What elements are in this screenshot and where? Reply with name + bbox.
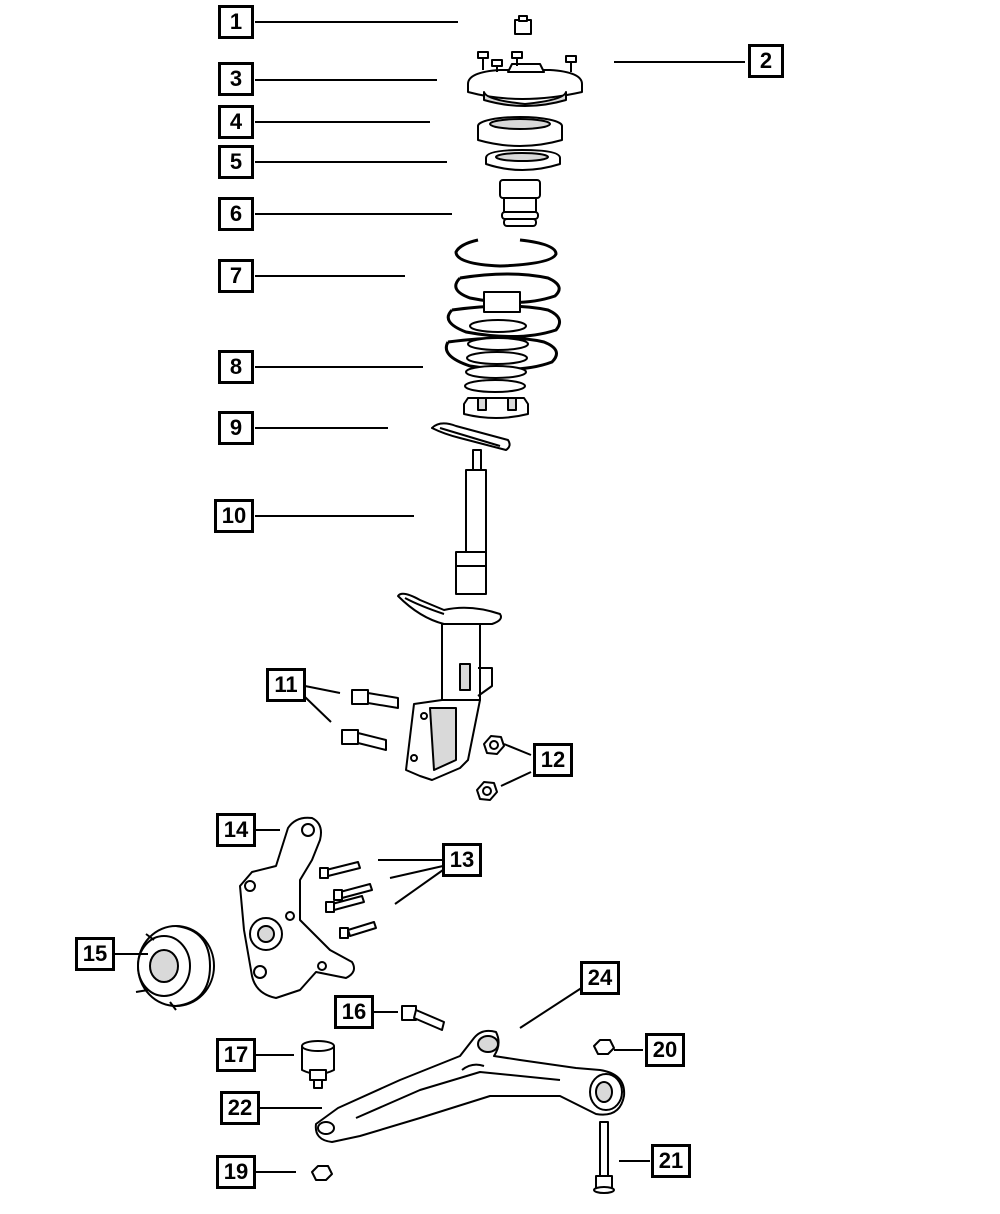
callout-2: 2 [748,44,784,78]
callout-13: 13 [442,843,482,877]
part-9-lower-isolator [431,422,511,451]
part-3-upper-mount [467,51,583,107]
callout-7: 7 [218,259,254,293]
part-12-nuts [476,735,505,801]
part-17-ball-joint [301,1040,335,1089]
callout-9: 9 [218,411,254,445]
callout-5: 5 [218,145,254,179]
callout-12: 12 [533,743,573,777]
part-14-knuckle [239,816,355,999]
part-6-jounce-bumper [499,179,541,227]
callout-8: 8 [218,350,254,384]
callout-22: 22 [220,1091,260,1125]
part-1-nut [514,15,532,35]
part-7-coil-spring [444,238,562,371]
part-10-strut [397,449,502,781]
callout-4: 4 [218,105,254,139]
part-24-lower-control-arm [314,1029,626,1143]
part-20-nut [593,1039,615,1055]
part-11-bolts [341,689,399,751]
part-16-bolt [401,1005,445,1031]
callout-21: 21 [651,1144,691,1178]
callout-20: 20 [645,1033,685,1067]
callout-16: 16 [334,995,374,1029]
part-5-isolator [485,149,561,171]
leader-lines [114,21,745,1173]
callout-6: 6 [218,197,254,231]
callout-17: 17 [216,1038,256,1072]
callout-3: 3 [218,62,254,96]
part-15-hub-bearing [132,925,215,1011]
callout-24: 24 [580,961,620,995]
callout-10: 10 [214,499,254,533]
part-19-nut [311,1165,333,1181]
callout-15: 15 [75,937,115,971]
callout-1: 1 [218,5,254,39]
callout-14: 14 [216,813,256,847]
part-4-bearing [477,116,563,147]
part-13-bolts [319,861,377,939]
callout-19: 19 [216,1155,256,1189]
part-8-dust-boot [463,319,529,419]
part-21-bolt [593,1121,615,1194]
callout-11: 11 [266,668,306,702]
